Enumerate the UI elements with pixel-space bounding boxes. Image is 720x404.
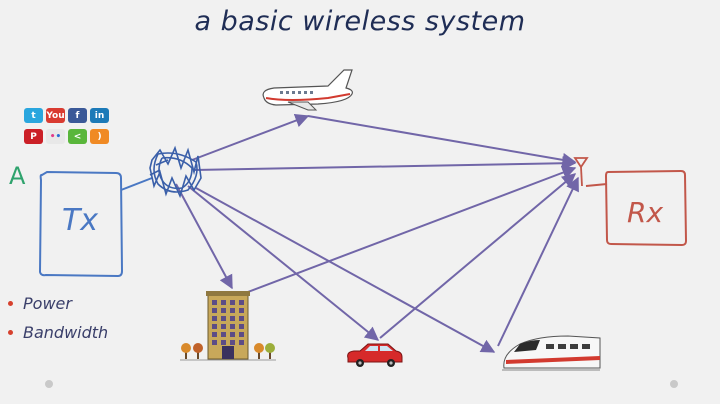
flickr-icon[interactable]: •• — [46, 129, 65, 144]
slide-dot[interactable] — [670, 380, 678, 388]
rss-icon[interactable]: ) — [90, 129, 109, 144]
linkedin-icon[interactable]: in — [90, 108, 109, 123]
share-icon[interactable]: < — [68, 129, 87, 144]
path-tx-rx-direct — [193, 156, 577, 171]
train-icon — [502, 335, 601, 371]
path-tx-train — [195, 187, 496, 353]
signal-paths — [175, 113, 579, 353]
rx-label: Rx — [627, 196, 663, 229]
twitter-icon[interactable]: t — [24, 108, 43, 123]
path-tx-car — [187, 185, 380, 341]
facebook-icon[interactable]: f — [68, 108, 87, 123]
youtube-icon[interactable]: You — [46, 108, 65, 123]
bullet-dot — [8, 330, 13, 335]
tree-icons — [181, 343, 275, 359]
building-icon — [180, 291, 276, 361]
social-row: P••<) — [24, 129, 120, 144]
tx-label: Tx — [62, 203, 98, 238]
bullet-label: Bandwidth — [23, 323, 109, 342]
path-car-rx — [379, 173, 577, 339]
diagram-title: a basic wireless system — [194, 6, 526, 37]
bullet-label: Power — [23, 294, 72, 313]
corner-letter: A — [9, 162, 26, 190]
bullet-item-bandwidth: Bandwidth — [8, 323, 108, 342]
path-building-rx — [231, 165, 577, 299]
path-tx-airplane — [191, 113, 310, 161]
bullet-item-power: Power — [8, 294, 108, 313]
bullet-list: Power Bandwidth — [8, 294, 108, 352]
antenna-radiation-icon — [149, 145, 202, 199]
car-icon — [347, 343, 403, 367]
receiver-antenna-icon — [573, 157, 589, 187]
slide-dots — [0, 380, 720, 390]
path-tx-building — [175, 183, 233, 290]
airplane-icon — [262, 69, 353, 111]
receiver-box: Rx — [585, 169, 688, 247]
transmitter-box: Tx — [38, 170, 153, 278]
slide-dot[interactable] — [45, 380, 53, 388]
bullet-dot — [8, 301, 13, 306]
pinterest-icon[interactable]: P — [24, 129, 43, 144]
path-train-rx — [497, 176, 579, 347]
path-airplane-rx — [307, 115, 577, 167]
